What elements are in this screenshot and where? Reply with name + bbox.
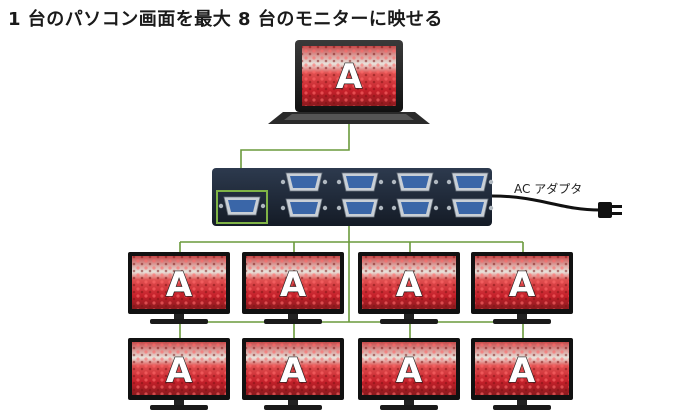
monitor-stand [493, 319, 551, 324]
page-title: 1 台のパソコン画面を最大 8 台のモニターに映せる [8, 9, 443, 30]
monitor-neck [517, 400, 527, 406]
output-vga-port-6 [336, 198, 384, 218]
monitor-7: A [358, 338, 460, 410]
monitor-neck [174, 314, 184, 320]
monitor-1: A [128, 252, 230, 324]
monitor-neck [404, 400, 414, 406]
monitor-screen-letter: A [509, 265, 536, 305]
monitor-neck [288, 400, 298, 406]
monitor-8: A [471, 338, 573, 410]
output-vga-port-7 [391, 198, 439, 218]
output-vga-port-8 [446, 198, 494, 218]
monitor-3: A [358, 252, 460, 324]
ac-adapter-label: AC アダプタ [514, 181, 582, 196]
plug-prong-bottom [612, 212, 622, 215]
monitor-neck [517, 314, 527, 320]
monitor-screen-letter: A [166, 351, 193, 391]
output-vga-port-4 [446, 172, 494, 192]
monitor-stand [150, 319, 208, 324]
output-vga-port-3 [391, 172, 439, 192]
monitor-screen-letter: A [280, 351, 307, 391]
monitor-4: A [471, 252, 573, 324]
input-vga-port [218, 196, 266, 216]
monitor-stand [380, 405, 438, 410]
laptop: A [268, 40, 430, 124]
monitor-neck [404, 314, 414, 320]
monitor-screen-letter: A [396, 265, 423, 305]
monitor-neck [174, 400, 184, 406]
monitor-screen-letter: A [509, 351, 536, 391]
monitor-screen-letter: A [166, 265, 193, 305]
output-vga-port-2 [336, 172, 384, 192]
output-vga-port-5 [280, 198, 328, 218]
vga-ports [218, 172, 494, 218]
input-port-highlight [216, 190, 268, 224]
monitor-screen-letter: A [280, 265, 307, 305]
power-cable [491, 194, 601, 212]
power-plug [598, 202, 612, 218]
connection-lines [179, 124, 524, 338]
laptop-screen-letter: A [336, 57, 363, 97]
monitor-screen-letter: A [396, 351, 423, 391]
output-vga-port-1 [280, 172, 328, 192]
plug-prong-top [612, 205, 622, 208]
monitor-stand [264, 319, 322, 324]
monitor-stand [380, 319, 438, 324]
monitor-5: A [128, 338, 230, 410]
monitor-6: A [242, 338, 344, 410]
monitor-stand [150, 405, 208, 410]
monitor-neck [288, 314, 298, 320]
monitor-grid: A A A A A A A A [128, 252, 573, 410]
vga-splitter [212, 168, 494, 226]
monitor-stand [264, 405, 322, 410]
monitor-stand [493, 405, 551, 410]
monitor-2: A [242, 252, 344, 324]
